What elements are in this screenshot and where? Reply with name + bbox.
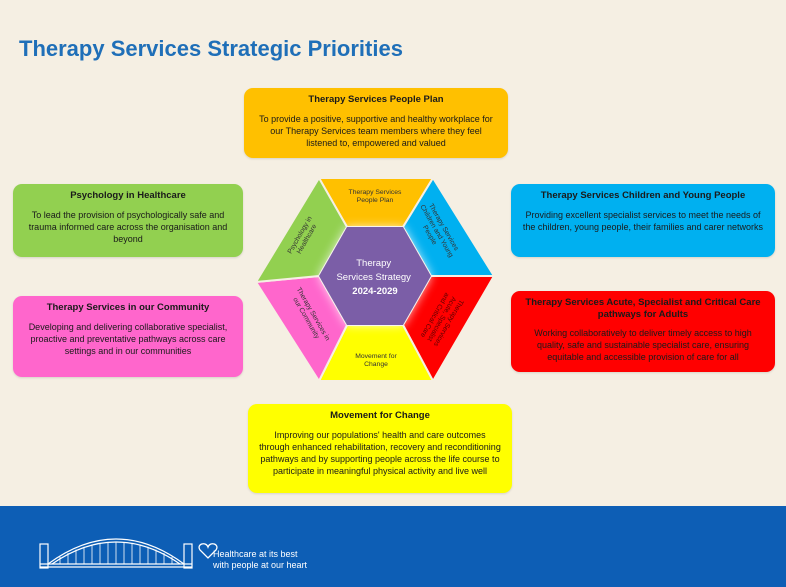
bridge-logo-icon <box>39 538 218 569</box>
children-young-people-card-body: Providing excellent specialist services … <box>522 210 764 232</box>
page-title: Therapy Services Strategic Priorities <box>19 36 403 61</box>
footer-tagline: Healthcare at its best with people at ou… <box>213 549 307 571</box>
people-plan-card-body: To provide a positive, supportive and he… <box>259 114 493 148</box>
children-young-people-card-title: Therapy Services Children and Young Peop… <box>540 190 746 201</box>
people-plan-card-title: Therapy Services People Plan <box>308 94 444 105</box>
footer-tagline-line-2: with people at our heart <box>213 560 308 570</box>
footer-banner: Healthcare at its best with people at ou… <box>0 506 786 587</box>
people-plan-card: Therapy Services People Plan To provide … <box>244 88 508 158</box>
movement-for-change-card: Movement for Change Improving our popula… <box>248 404 512 493</box>
movement-for-change-card-title: Movement for Change <box>330 410 430 421</box>
centre-label: Therapy Services Strategy 2024-2029 <box>336 258 413 297</box>
hex-segment-label-line: Therapy Services <box>349 189 402 196</box>
psychology-card-title: Psychology in Healthcare <box>70 190 186 201</box>
acute-care-card: Therapy Services Acute, Specialist and C… <box>511 291 775 372</box>
footer-tagline-line-1: Healthcare at its best <box>213 549 298 559</box>
hex-segment-label-line: Change <box>364 361 388 368</box>
centre-hexagon <box>319 227 431 325</box>
centre-line-3: 2024-2029 <box>352 286 397 297</box>
centre-line-2: Services Strategy <box>336 272 411 283</box>
hex-segment-label-line: People Plan <box>357 197 394 204</box>
community-card-body: Developing and delivering collaborative … <box>28 322 228 356</box>
hex-segment-label-line: Movement for <box>355 353 397 360</box>
acute-care-card-body: Working collaboratively to deliver timel… <box>534 328 752 362</box>
centre-line-1: Therapy <box>356 258 391 269</box>
psychology-card-body: To lead the provision of psychologically… <box>28 210 228 244</box>
community-card: Therapy Services in our Community Develo… <box>13 296 243 377</box>
acute-care-card-title: Therapy Services Acute, Specialist and C… <box>525 297 761 320</box>
psychology-card: Psychology in Healthcare To lead the pro… <box>13 184 243 257</box>
movement-for-change-card-body: Improving our populations' health and ca… <box>259 430 501 476</box>
community-card-title: Therapy Services in our Community <box>46 302 210 313</box>
children-young-people-card: Therapy Services Children and Young Peop… <box>511 184 775 257</box>
